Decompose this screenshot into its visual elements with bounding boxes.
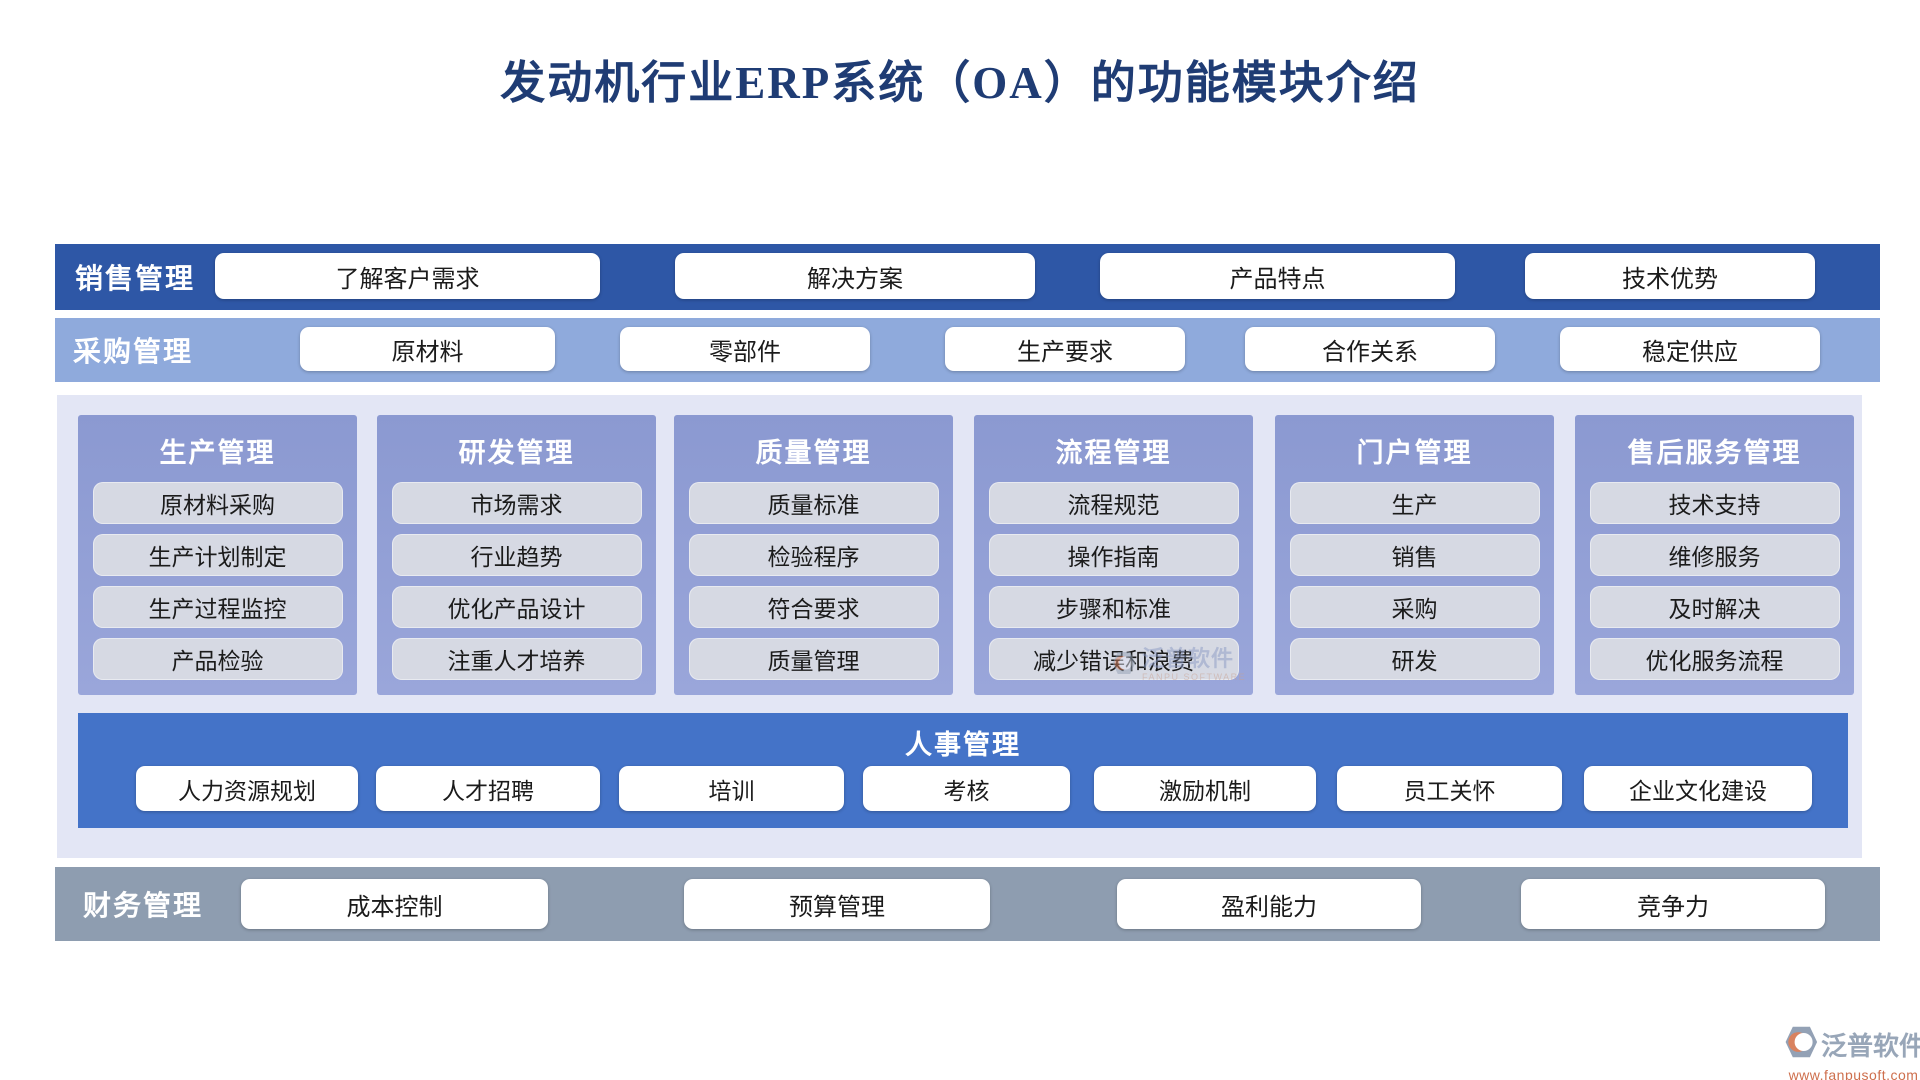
column-after-sales: 售后服务管理 技术支持 维修服务 及时解决 优化服务流程 bbox=[1575, 415, 1854, 695]
column-title: 质量管理 bbox=[755, 438, 872, 468]
purchase-band-label: 采购管理 bbox=[73, 337, 194, 368]
column-title: 生产管理 bbox=[159, 438, 276, 468]
footer-brand-block: 泛普软件 www.fanpusoft.com bbox=[1782, 1024, 1920, 1080]
rnd-item-design-optimize[interactable]: 优化产品设计 bbox=[391, 586, 642, 628]
process-item-norms[interactable]: 流程规范 bbox=[988, 482, 1239, 524]
column-portal: 门户管理 生产 销售 采购 研发 bbox=[1275, 415, 1554, 695]
portal-item-sales[interactable]: 销售 bbox=[1289, 534, 1540, 576]
purchase-item-parts[interactable]: 零部件 bbox=[620, 327, 870, 371]
column-title: 门户管理 bbox=[1356, 438, 1473, 468]
hr-item-culture[interactable]: 企业文化建设 bbox=[1584, 766, 1812, 811]
column-title: 研发管理 bbox=[458, 438, 575, 468]
finance-item-cost-control[interactable]: 成本控制 bbox=[241, 879, 548, 929]
finance-item-budget[interactable]: 预算管理 bbox=[684, 879, 990, 929]
quality-item-procedure[interactable]: 检验程序 bbox=[688, 534, 939, 576]
column-production: 生产管理 原材料采购 生产计划制定 生产过程监控 产品检验 bbox=[78, 415, 357, 695]
aftersales-item-tech-support[interactable]: 技术支持 bbox=[1589, 482, 1840, 524]
aftersales-item-optimize-flow[interactable]: 优化服务流程 bbox=[1589, 638, 1840, 680]
finance-band-label: 财务管理 bbox=[83, 891, 204, 922]
quality-item-standard[interactable]: 质量标准 bbox=[688, 482, 939, 524]
hr-item-recruiting[interactable]: 人才招聘 bbox=[376, 766, 600, 811]
rnd-item-talent[interactable]: 注重人才培养 bbox=[391, 638, 642, 680]
column-quality: 质量管理 质量标准 检验程序 符合要求 质量管理 bbox=[674, 415, 953, 695]
production-item-inspection[interactable]: 产品检验 bbox=[92, 638, 343, 680]
portal-item-purchase[interactable]: 采购 bbox=[1289, 586, 1540, 628]
column-title: 售后服务管理 bbox=[1627, 438, 1802, 468]
rnd-item-market-demand[interactable]: 市场需求 bbox=[391, 482, 642, 524]
hr-item-hr-planning[interactable]: 人力资源规划 bbox=[136, 766, 358, 811]
sales-item-customer-needs[interactable]: 了解客户需求 bbox=[215, 253, 600, 299]
production-item-raw-purchase[interactable]: 原材料采购 bbox=[92, 482, 343, 524]
hr-item-training[interactable]: 培训 bbox=[619, 766, 844, 811]
purchase-item-production-req[interactable]: 生产要求 bbox=[945, 327, 1185, 371]
aftersales-item-timely[interactable]: 及时解决 bbox=[1589, 586, 1840, 628]
column-title: 流程管理 bbox=[1055, 438, 1172, 468]
fanpu-watermark-icon bbox=[1110, 650, 1136, 681]
process-item-guide[interactable]: 操作指南 bbox=[988, 534, 1239, 576]
purchase-item-stable-supply[interactable]: 稳定供应 bbox=[1560, 327, 1820, 371]
process-item-steps-standards[interactable]: 步骤和标准 bbox=[988, 586, 1239, 628]
aftersales-item-repair[interactable]: 维修服务 bbox=[1589, 534, 1840, 576]
hr-band-label: 人事管理 bbox=[905, 730, 1021, 760]
purchase-item-cooperation[interactable]: 合作关系 bbox=[1245, 327, 1495, 371]
sales-band: 销售管理 了解客户需求 解决方案 产品特点 技术优势 bbox=[55, 244, 1880, 310]
sales-item-tech-advantage[interactable]: 技术优势 bbox=[1525, 253, 1815, 299]
watermark-brand: 泛普软件 bbox=[1142, 646, 1235, 671]
page-title: 发动机行业ERP系统（OA）的功能模块介绍 bbox=[500, 58, 1420, 108]
watermark: 泛普软件 FANPU SOFTWARE bbox=[1110, 648, 1246, 682]
sales-item-product-features[interactable]: 产品特点 bbox=[1100, 253, 1455, 299]
rnd-item-industry-trend[interactable]: 行业趋势 bbox=[391, 534, 642, 576]
fanpu-logo-icon bbox=[1782, 1024, 1818, 1065]
purchase-item-raw-material[interactable]: 原材料 bbox=[300, 327, 555, 371]
purchase-band: 采购管理 原材料 零部件 生产要求 合作关系 稳定供应 bbox=[55, 318, 1880, 382]
portal-item-production[interactable]: 生产 bbox=[1289, 482, 1540, 524]
hr-item-assessment[interactable]: 考核 bbox=[863, 766, 1070, 811]
footer-url: www.fanpusoft.com bbox=[1788, 1067, 1919, 1080]
portal-item-rnd[interactable]: 研发 bbox=[1289, 638, 1540, 680]
column-process: 流程管理 流程规范 操作指南 步骤和标准 减少错误和浪费 bbox=[974, 415, 1253, 695]
finance-item-profitability[interactable]: 盈利能力 bbox=[1117, 879, 1421, 929]
sales-band-label: 销售管理 bbox=[75, 264, 196, 295]
hr-item-employee-care[interactable]: 员工关怀 bbox=[1337, 766, 1562, 811]
finance-band: 财务管理 成本控制 预算管理 盈利能力 竞争力 bbox=[55, 867, 1880, 941]
hr-band: 人事管理 人力资源规划 人才招聘 培训 考核 激励机制 员工关怀 企业文化建设 bbox=[78, 713, 1848, 828]
module-panel: 生产管理 原材料采购 生产计划制定 生产过程监控 产品检验 研发管理 市场需求 … bbox=[57, 395, 1862, 858]
quality-item-compliance[interactable]: 符合要求 bbox=[688, 586, 939, 628]
watermark-text: 泛普软件 FANPU SOFTWARE bbox=[1142, 648, 1246, 682]
watermark-caption: FANPU SOFTWARE bbox=[1142, 672, 1247, 682]
quality-item-management[interactable]: 质量管理 bbox=[688, 638, 939, 680]
production-item-monitoring[interactable]: 生产过程监控 bbox=[92, 586, 343, 628]
column-rnd: 研发管理 市场需求 行业趋势 优化产品设计 注重人才培养 bbox=[377, 415, 656, 695]
footer-brand-name: 泛普软件 bbox=[1821, 1032, 1920, 1061]
process-item-reduce-waste[interactable]: 减少错误和浪费 bbox=[988, 638, 1239, 680]
hr-item-incentive[interactable]: 激励机制 bbox=[1094, 766, 1316, 811]
sales-item-solution[interactable]: 解决方案 bbox=[675, 253, 1035, 299]
production-item-plan[interactable]: 生产计划制定 bbox=[92, 534, 343, 576]
finance-item-competitiveness[interactable]: 竞争力 bbox=[1521, 879, 1825, 929]
